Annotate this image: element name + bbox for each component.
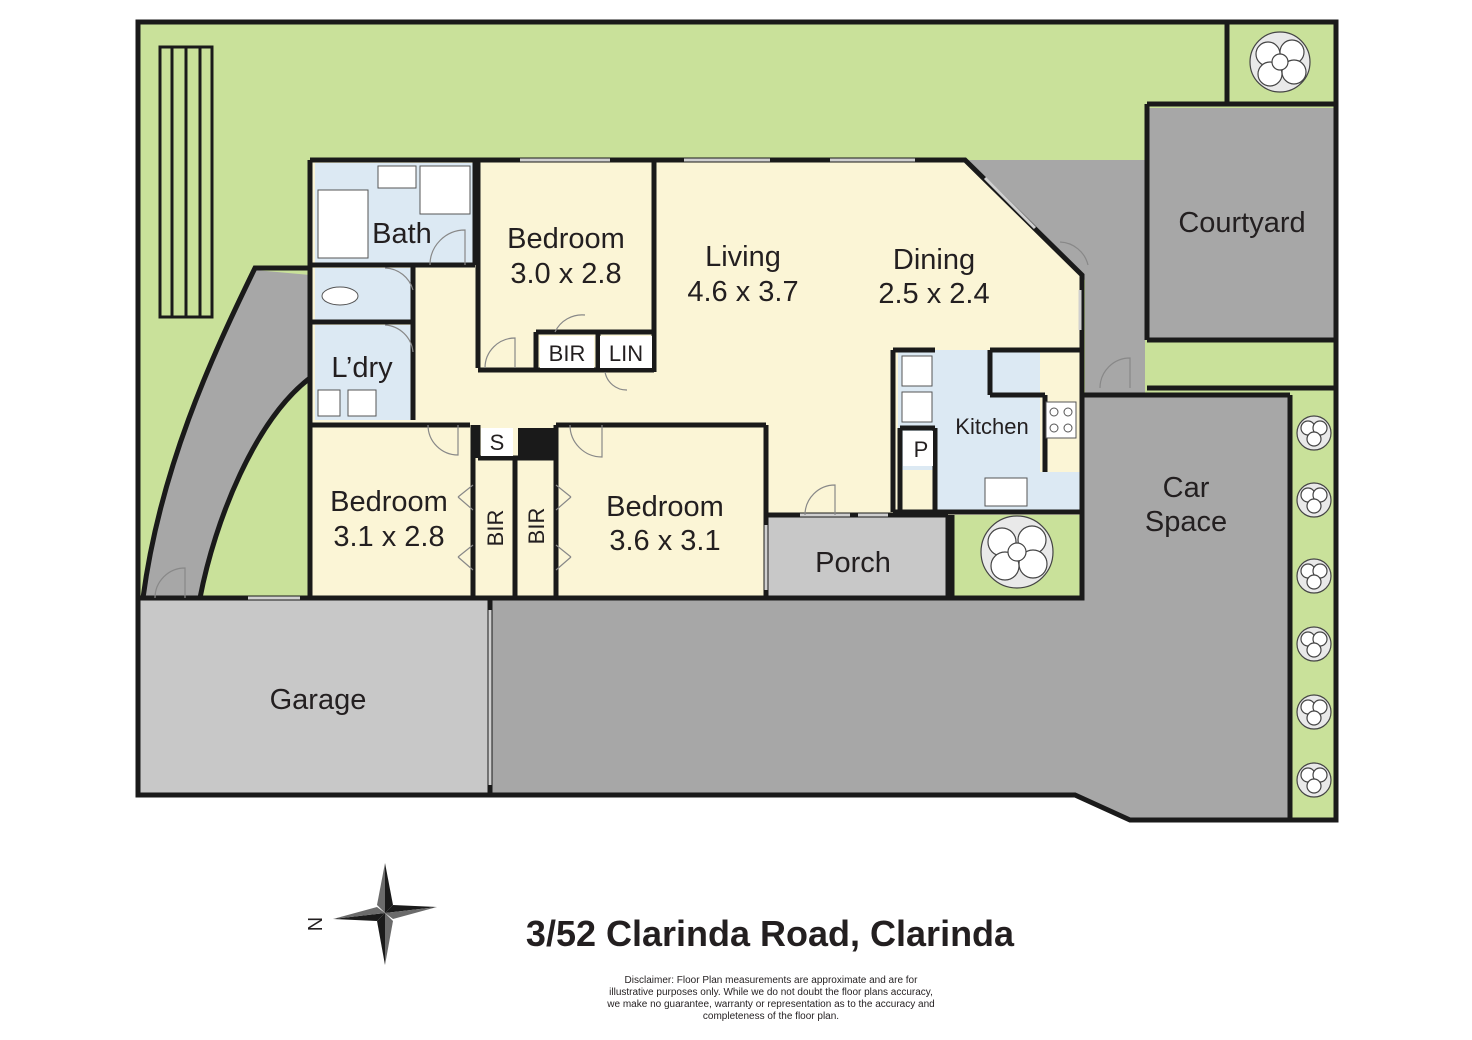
shrub-icons [980,31,1332,798]
shrub-icon [1296,694,1332,730]
disclaimer-line: completeness of the floor plan. [702,1011,840,1022]
laundry-label: L’dry [331,352,393,384]
garage-label: Garage [270,684,367,716]
car-space-label-2: Space [1145,506,1227,538]
disclaimer-line: illustrative purposes only. While we do … [609,987,933,998]
compass-north-label: N [305,917,327,931]
walls [135,19,1339,823]
living-dims: 4.6 x 3.7 [687,276,798,308]
porch-label: Porch [815,547,891,579]
courtyard-area [1147,108,1335,338]
store-label: S [490,430,505,455]
door-swings [154,229,1131,599]
bedroom-3-label: Bedroom [606,491,724,523]
compass-rose-icon [333,863,437,965]
shrub-icon [1249,31,1311,93]
windows [248,158,1082,785]
disclaimer-line: Disclaimer: Floor Plan measurements are … [624,975,918,986]
side-path [965,160,1145,395]
bedroom-2-label: Bedroom [330,486,448,518]
dining-dims: 2.5 x 2.4 [878,278,989,310]
pantry-label: P [914,437,929,462]
bedroom-1-label: Bedroom [507,223,625,255]
property-address: 3/52 Clarinda Road, Clarinda [525,913,1015,954]
courtyard-label: Courtyard [1178,207,1305,239]
planter-strip [1292,395,1336,820]
shrub-icon [1296,482,1332,518]
dining-label: Dining [893,244,975,276]
living-label: Living [705,241,781,273]
shrub-icon [1296,626,1332,662]
kitchen-area [898,350,1080,512]
bath-fixtures [317,165,471,417]
shrub-icon [1296,762,1332,798]
bedroom-2-dims: 3.1 x 2.8 [333,521,444,553]
bath-label: Bath [372,218,432,250]
garage-area [138,600,490,795]
disclaimer: Disclaimer: Floor Plan measurements are … [590,975,952,1023]
bedroom-3-dims: 3.6 x 3.1 [609,525,720,557]
deck-boards [158,45,214,319]
car-space-label: Car [1163,472,1210,504]
shrub-icon [1296,415,1332,451]
lin-label: LIN [609,341,643,366]
curved-path [143,270,310,598]
shrub-icon [980,515,1054,589]
shrub-icon [1296,558,1332,594]
bir-right-label: BIR [524,508,549,545]
kitchen-fixtures [901,355,1077,507]
bir-top-label: BIR [549,341,586,366]
bedroom-1-dims: 3.0 x 2.8 [510,258,621,290]
porch-area [765,515,948,597]
driveway [490,395,1290,820]
bir-left-label: BIR [483,510,508,547]
kitchen-label: Kitchen [955,414,1028,439]
disclaimer-line: we make no guarantee, warranty or repres… [607,999,935,1010]
